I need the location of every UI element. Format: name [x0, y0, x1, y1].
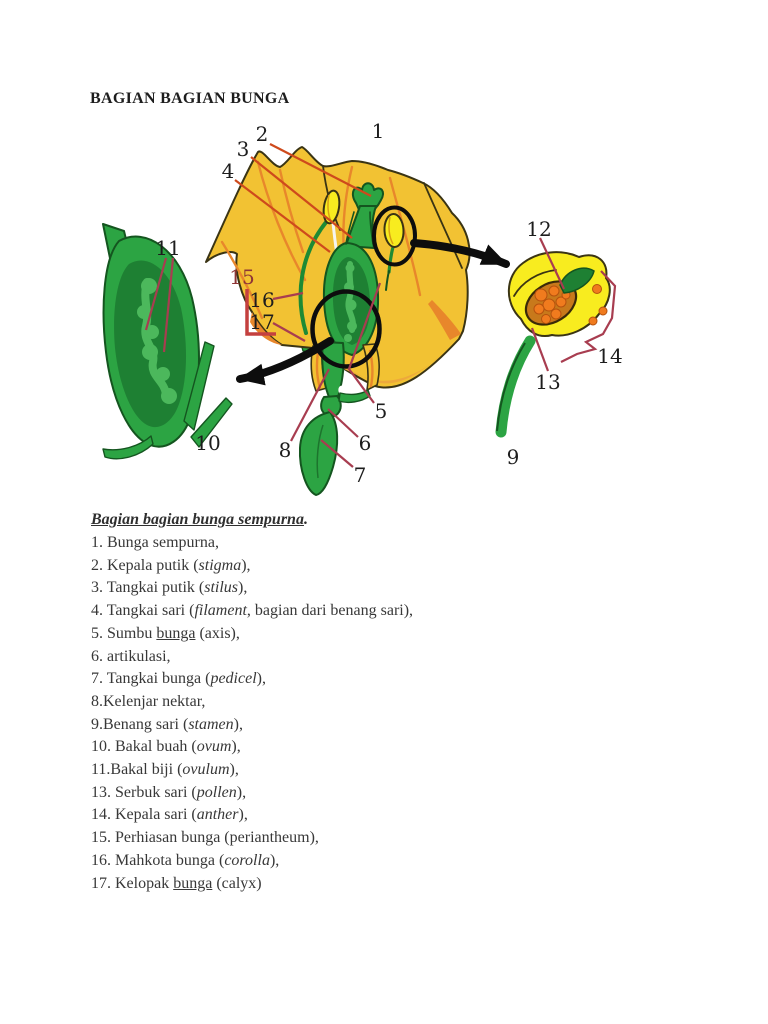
diagram-label-6: 6 — [359, 431, 372, 455]
inner-filament-curve — [298, 219, 329, 335]
petal-fold-right-shadow — [428, 300, 461, 340]
diagram-label-12: 12 — [526, 217, 551, 241]
leader-5-axis — [347, 282, 382, 404]
parts-list-item: 6. artikulasi, — [91, 647, 171, 665]
parts-list-item: 5. Sumbu bunga (axis), — [91, 624, 240, 642]
pedicel — [298, 411, 339, 496]
zoom-circle-ovary — [310, 289, 382, 369]
section-heading: Bagian bagian bunga sempurna. — [91, 509, 308, 532]
parts-list: 1. Bunga sempurna, 2. Kepala putik (stigm… — [91, 532, 413, 895]
inner-anther — [322, 189, 341, 225]
parts-list-item: 17. Kelopak bunga (calyx) — [91, 874, 262, 892]
diagram-label-16: 16 — [249, 288, 274, 312]
diagram-label-3: 3 — [237, 137, 250, 161]
leader-11-ovule-a — [144, 257, 168, 331]
parts-list-item: 7. Tangkai bunga (pedicel), — [91, 670, 266, 688]
sepal-remnant-upper — [183, 341, 215, 431]
zoom-circle-anther — [372, 205, 417, 267]
style-stripe-left — [345, 211, 355, 245]
parts-list-item: 16. Mahkota bunga (corolla), — [91, 851, 280, 869]
section-heading-text: Bagian bagian bunga sempurna — [91, 511, 304, 528]
petal-creases — [220, 160, 463, 320]
zoom-arrow-left — [236, 337, 334, 386]
ovules — [137, 278, 177, 404]
diagram-label-17: 17 — [249, 310, 274, 334]
parts-list-item: 15. Perhiasan bunga (periantheum), — [91, 829, 319, 847]
leader-8-nektar — [290, 368, 330, 442]
diagram-label-11: 11 — [155, 236, 180, 260]
leader-17-calyx — [272, 322, 306, 342]
diagram-label-5: 5 — [375, 399, 388, 423]
anther-connective — [559, 267, 595, 294]
parts-list-item: 10. Bakal buah (ovum), — [91, 738, 241, 756]
leader-4-filament — [234, 179, 331, 253]
diagram-label-13: 13 — [535, 370, 560, 394]
parts-list-item: 9.Benang sari (stamen), — [91, 715, 243, 733]
parts-list-item: 8.Kelenjar nektar, — [91, 692, 206, 710]
diagram-label-8: 8 — [279, 438, 292, 462]
stamen-filament — [495, 335, 536, 438]
leader-lines-layer — [144, 143, 617, 468]
parts-list-item: 1. Bunga sempurna, — [91, 534, 219, 551]
ovary-basal-spur — [102, 435, 154, 460]
circled-anther — [383, 213, 405, 248]
pollen-grains — [533, 285, 571, 324]
diagram-label-14: 14 — [597, 344, 622, 368]
leader-3-stilus — [250, 156, 353, 239]
perianth-bracket-15 — [245, 289, 276, 336]
page-title: BAGIAN BAGIAN BUNGA — [90, 90, 290, 107]
pedicel-midrib — [316, 424, 324, 479]
parts-list-item: 14. Kepala sari (anther), — [91, 806, 248, 824]
diagram-label-15: 15 — [229, 265, 254, 289]
leader-2-stigma — [269, 143, 372, 197]
diagram-label-2: 2 — [256, 122, 269, 146]
petal-fold-left-shadow — [250, 312, 282, 345]
leader-12-connective — [539, 237, 565, 290]
diagram-label-4: 4 — [222, 159, 235, 183]
loose-pollen-grains — [588, 284, 608, 326]
sepal-remnant-lower — [190, 397, 233, 448]
parts-list-item: 13. Serbuk sari (pollen), — [91, 783, 247, 801]
leader-14-anther-brace — [560, 270, 617, 363]
circled-stamen-stalk — [387, 245, 395, 274]
circled-stamen — [383, 213, 405, 291]
parts-list-item: 4. Tangkai sari (filament, bagian dari b… — [91, 602, 414, 620]
leader-6-artikulasi — [327, 408, 359, 438]
ovary-section-detail — [102, 223, 233, 460]
circled-anther-crease — [388, 216, 394, 245]
circled-stamen-stalk-lower — [385, 270, 390, 291]
diagram-label-10: 10 — [195, 431, 220, 455]
section-heading-suffix: . — [303, 511, 308, 528]
parts-list-item: 3. Tangkai putik (stilus), — [91, 579, 248, 597]
stamen-detail — [495, 251, 611, 438]
diagram-label-7: 7 — [354, 463, 367, 487]
leader-16-corolla — [272, 291, 304, 301]
anther-lobe-crease — [513, 269, 557, 297]
diagram-label-9: 9 — [507, 445, 520, 469]
diagram-label-1: 1 — [372, 119, 385, 143]
leader-13-pollen — [530, 327, 550, 372]
leader-11-ovule-b — [162, 257, 175, 353]
stamen-filament-edge — [496, 342, 526, 432]
parts-list-item: 2. Kepala putik (stigma), — [91, 556, 251, 574]
leader-7-pedicel — [320, 439, 354, 468]
zoom-arrow-right — [410, 239, 510, 268]
parts-list-item: 11.Bakal biji (ovulum), — [91, 761, 239, 779]
